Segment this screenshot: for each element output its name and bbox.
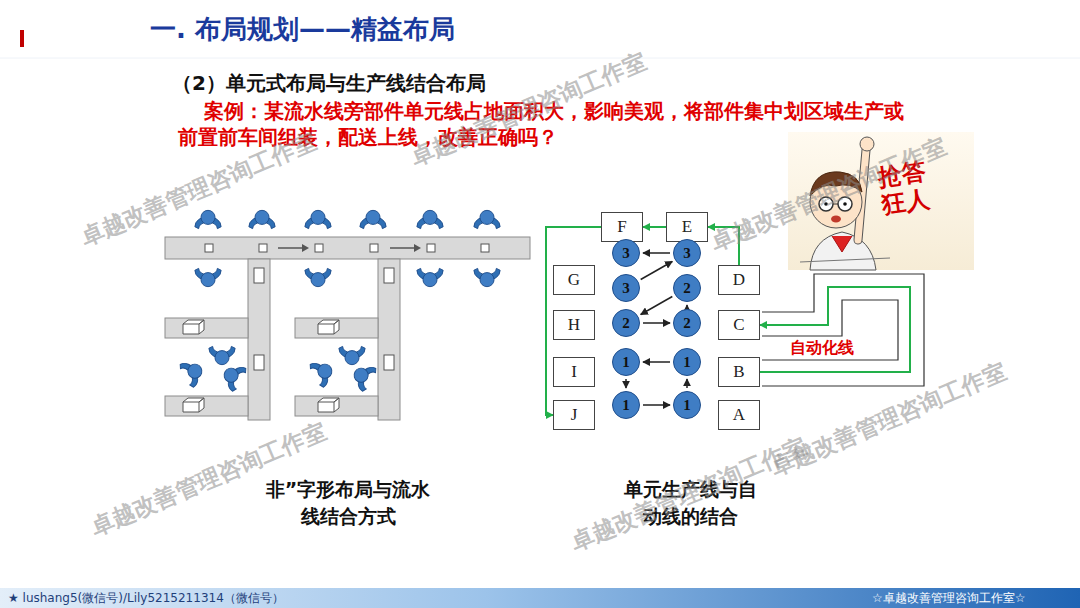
- step-number: 1: [683, 397, 691, 414]
- station-box: J: [553, 400, 595, 430]
- flow-route-line: [643, 226, 666, 228]
- station-box: G: [553, 265, 595, 295]
- step-arrow: [643, 361, 670, 363]
- cell-step-circle: 1: [673, 348, 701, 376]
- automation-line-label: 自动化线: [790, 339, 870, 357]
- station-box: H: [553, 310, 595, 340]
- station-box: I: [553, 357, 595, 387]
- flow-route-line: [760, 287, 910, 372]
- step-number: 2: [622, 315, 630, 332]
- step-number: 3: [622, 280, 630, 297]
- station-letter: H: [568, 315, 580, 335]
- cell-step-circle: 2: [612, 309, 640, 337]
- step-number: 2: [683, 315, 691, 332]
- footer-brand: ☆卓越改善管理咨询工作室☆: [872, 590, 1072, 606]
- step-arrow: [641, 297, 673, 315]
- footer-bar: [0, 588, 1080, 608]
- watermark: 卓越改善管理咨询工作室: [566, 413, 854, 559]
- diagram-caption: 非”字形布局与流水线结合方式: [258, 476, 438, 530]
- station-letter: D: [733, 270, 745, 290]
- cell-step-circle: 2: [673, 274, 701, 302]
- station-letter: B: [733, 362, 744, 382]
- cell-step-circle: 1: [612, 391, 640, 419]
- station-box: C: [718, 310, 760, 340]
- station-letter: C: [733, 315, 744, 335]
- cell-step-circle: 3: [612, 274, 640, 302]
- slide-title: 一. 布局规划——精益布局: [150, 12, 455, 47]
- station-letter: J: [571, 405, 578, 425]
- step-number: 3: [622, 245, 630, 262]
- cell-step-circle: 3: [612, 239, 640, 267]
- station-box: E: [666, 212, 708, 242]
- footer-contact: ★ lushang5(微信号)/Lily5215211314（微信号）: [8, 590, 508, 606]
- step-number: 1: [683, 354, 691, 371]
- step-arrow: [643, 322, 670, 324]
- step-number: 1: [622, 397, 630, 414]
- step-arrow: [643, 252, 670, 254]
- step-number: 1: [622, 354, 630, 371]
- conveyor-layout: [165, 237, 530, 420]
- flow-arrows: [278, 244, 421, 252]
- cell-step-circle: 2: [673, 309, 701, 337]
- station-box: A: [718, 400, 760, 430]
- flow-route-line: [546, 227, 601, 415]
- station-letter: F: [617, 217, 626, 237]
- station-letter: G: [568, 270, 580, 290]
- station-letter: A: [733, 405, 745, 425]
- step-number: 2: [683, 280, 691, 297]
- step-number: 3: [683, 245, 691, 262]
- station-box: F: [601, 212, 643, 242]
- cell-step-circle: 1: [673, 391, 701, 419]
- step-arrow: [686, 305, 688, 306]
- station-box: D: [718, 265, 760, 295]
- station-letter: E: [682, 217, 692, 237]
- cell-step-circle: 1: [612, 348, 640, 376]
- station-letter: I: [571, 362, 577, 382]
- operator-figures: [179, 210, 501, 392]
- step-arrow: [641, 262, 673, 280]
- station-box: B: [718, 357, 760, 387]
- cell-step-circle: 3: [673, 239, 701, 267]
- step-arrow: [643, 404, 670, 406]
- step-arrow: [686, 379, 688, 388]
- step-arrow: [625, 379, 627, 388]
- work-pieces: [183, 244, 489, 412]
- automation-line-channel: [762, 274, 924, 386]
